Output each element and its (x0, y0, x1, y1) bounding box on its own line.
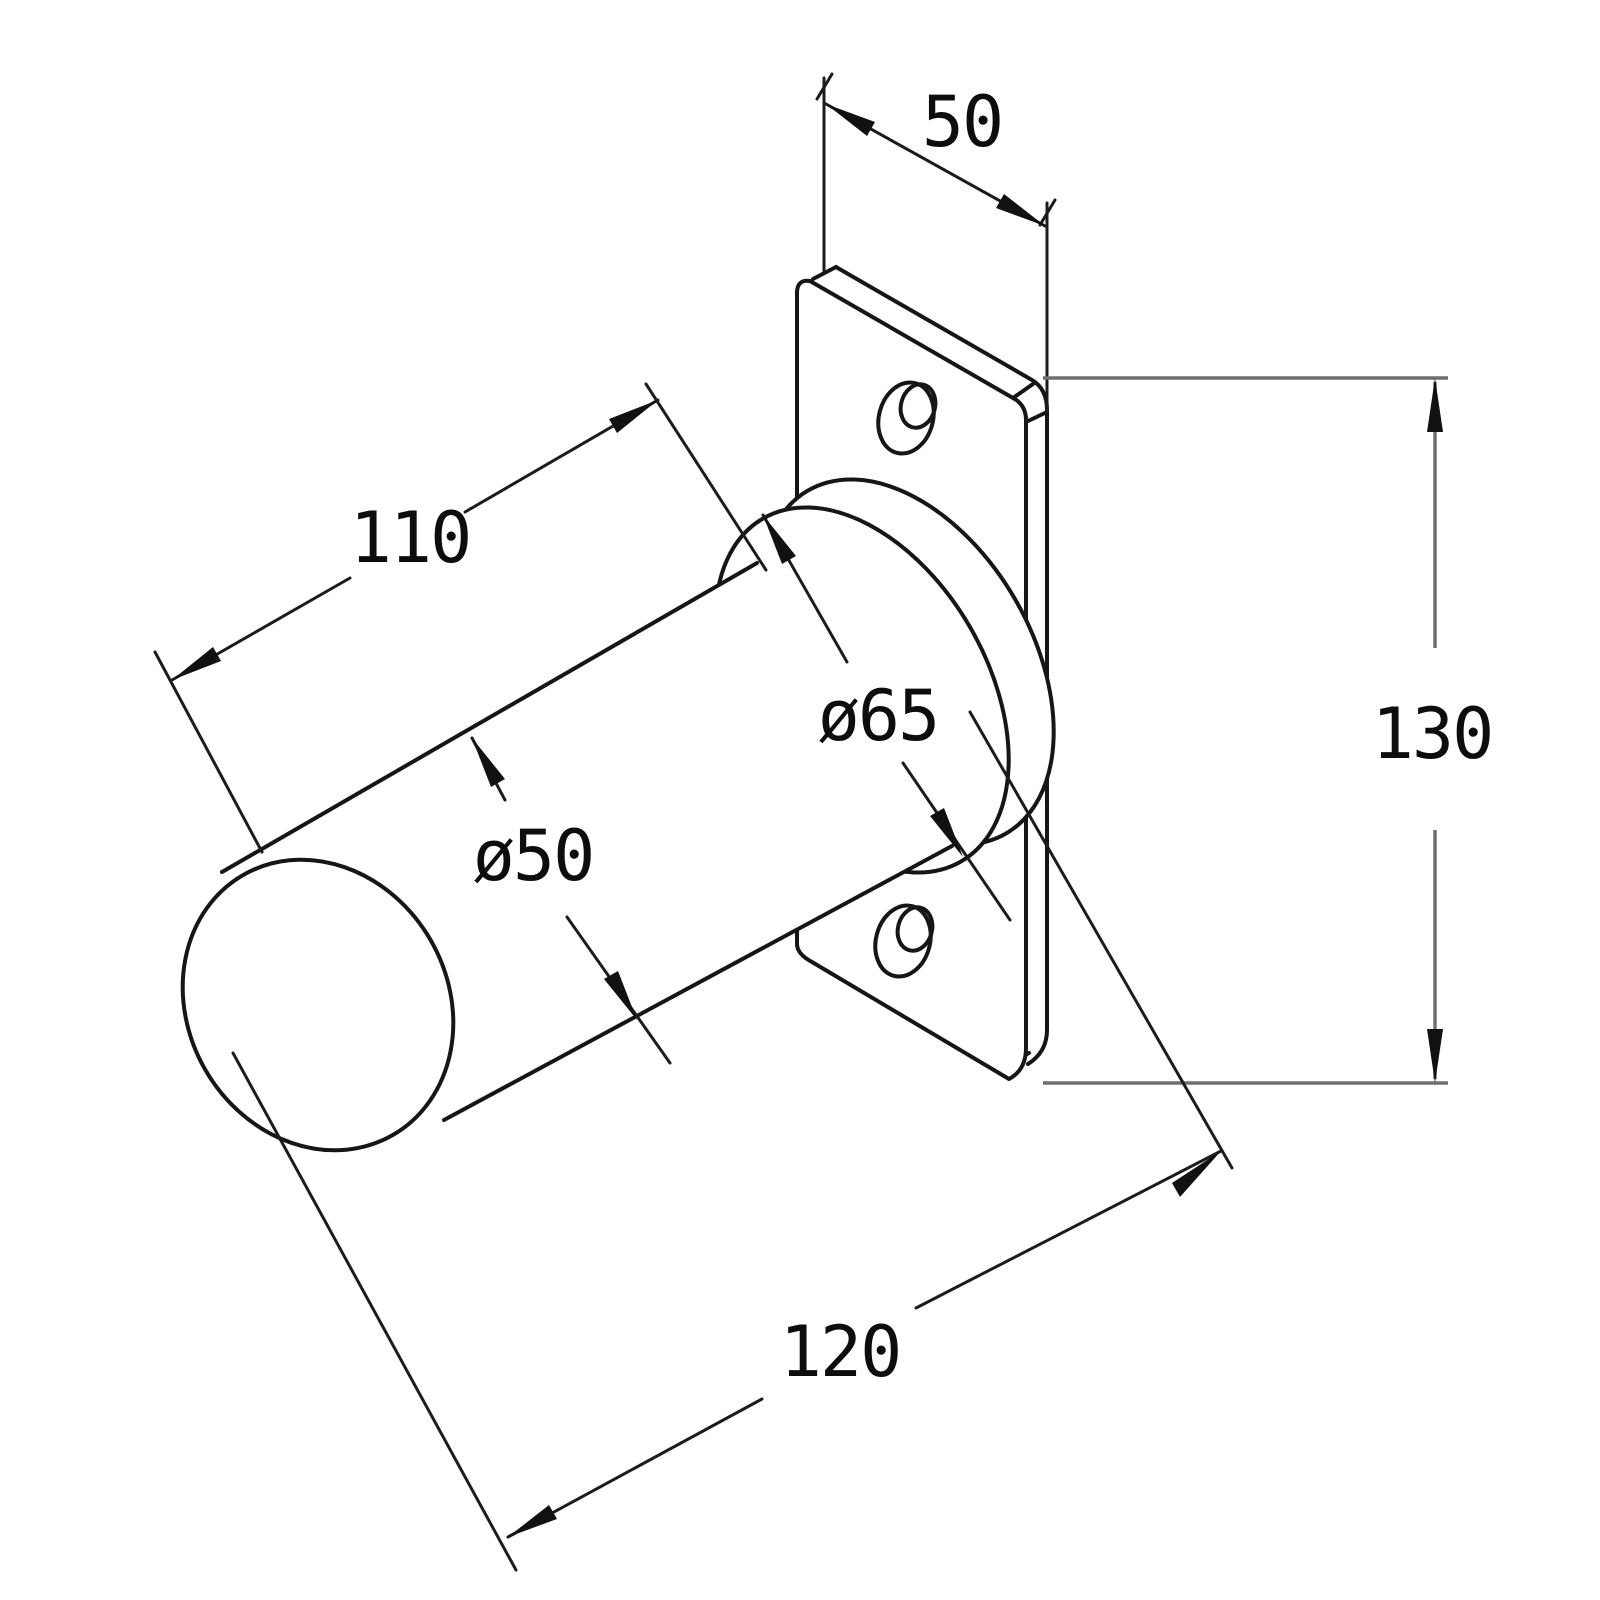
plate-hole-bottom (873, 903, 935, 979)
pin-bottom-edge (442, 844, 954, 1122)
dim110-ext-right (644, 382, 768, 572)
dim120-ext-right (968, 710, 1234, 1170)
dim-pin-length-110: 110 (153, 382, 768, 854)
plate-hole-top (876, 380, 938, 456)
hole-bottom-inner (895, 905, 935, 953)
dim110-arrow-right (609, 400, 658, 433)
pin-end-cap (180, 857, 456, 1153)
dim50-arrow-right (996, 194, 1045, 226)
plate-topright-bevel-b (1024, 410, 1049, 424)
dim-plate-width-50: 50 (815, 72, 1057, 414)
dim65-arrow-top (763, 515, 796, 564)
dim-label-overall-depth: 120 (780, 1311, 900, 1393)
dim50-tick-left (815, 72, 834, 101)
dim110-ext-left (153, 650, 264, 854)
dim-plate-height-130: 130 (1043, 376, 1494, 1085)
dim120-line-b (914, 1149, 1223, 1310)
dim50-arrow-left (826, 104, 875, 136)
dim-overall-120: 120 (231, 710, 1234, 1572)
dim50d-arrow-bottom (604, 971, 637, 1020)
dim50d-arrow-top (472, 738, 505, 787)
dim130-arrow-bottom (1427, 1029, 1443, 1083)
plate-topright-bevel-a (1011, 382, 1035, 400)
dim120-arrow-left (508, 1505, 557, 1537)
hole-top-inner (898, 382, 938, 430)
dim50-tick-right (1038, 198, 1057, 227)
dim-label-plate-width: 50 (922, 81, 1002, 163)
dim110-arrow-left (172, 647, 221, 680)
pin-cylinder (180, 561, 954, 1156)
dim-pin-diameter-50: ø50 (470, 736, 672, 1065)
dim120-ext-left (231, 1051, 518, 1572)
pin-top-edge (220, 561, 759, 874)
dim-boss-diameter-65: ø65 (761, 513, 1012, 922)
dim-label-pin-diameter: ø50 (473, 815, 593, 897)
dim120-arrow-right (1172, 1151, 1221, 1197)
dim-label-pin-length: 110 (350, 497, 470, 579)
dim130-arrow-top (1427, 378, 1443, 432)
dim65-arrow-bottom (930, 808, 963, 857)
dim-label-plate-height: 130 (1372, 693, 1492, 775)
dim-label-boss-diameter: ø65 (818, 675, 938, 757)
